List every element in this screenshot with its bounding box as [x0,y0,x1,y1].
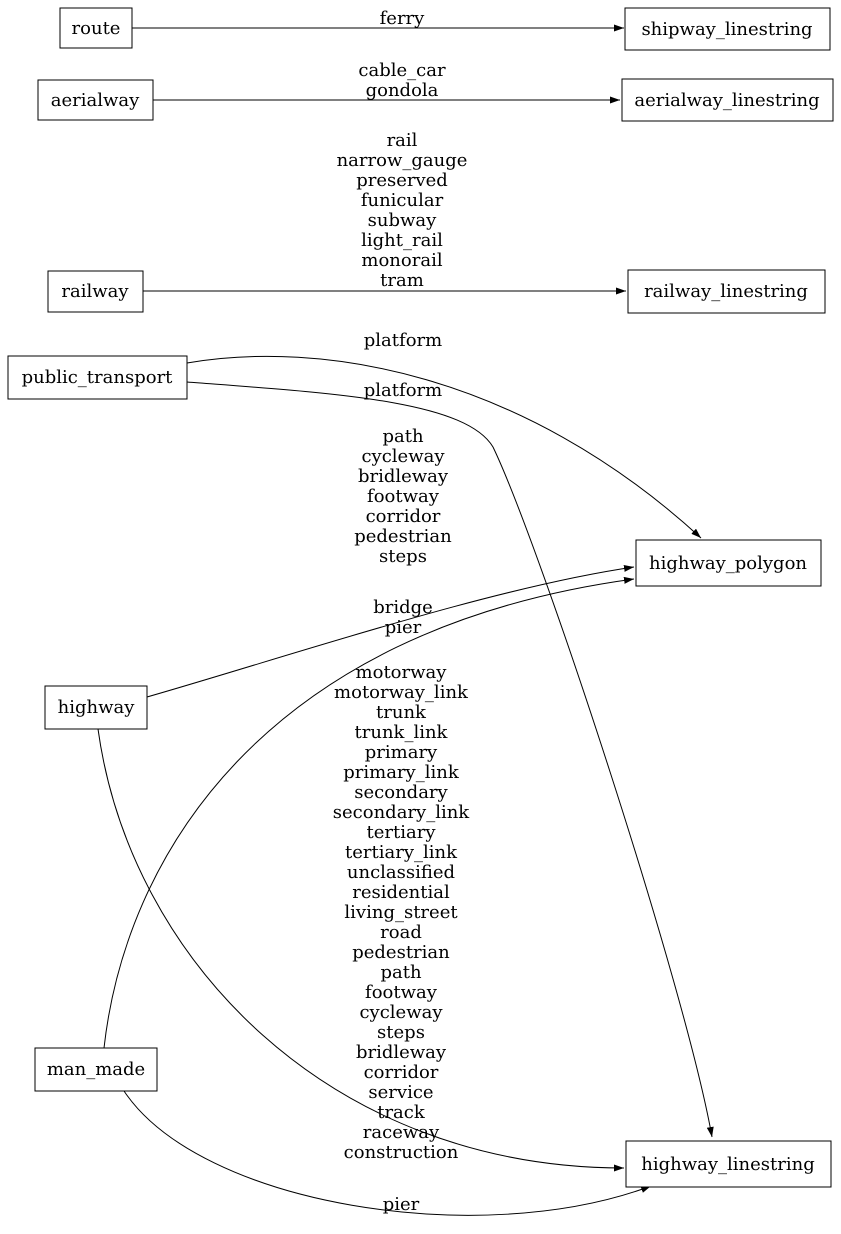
edge-label-platform-linestring: platform [364,380,442,401]
node-railway: railway [47,270,144,313]
node-aerialway-box [37,79,154,121]
edge-man_made-to-highway_polygon [103,576,635,1049]
edge-label-tertiary: tertiary [367,822,437,843]
node-man_made-box [34,1047,158,1092]
node-railway-box [47,270,144,313]
edge-public_transport-to-highway_polygon [186,355,702,539]
edge-label-footway-polygon: footway [367,486,440,507]
node-aerialway: aerialway [37,79,154,121]
edge-label-road: road [380,922,422,943]
edge-label-unclassified: unclassified [347,862,455,883]
edge-highway-to-highway_linestring [97,728,625,1172]
node-highway-box [44,685,148,730]
edge-label-footway-linestring: footway [365,982,438,1003]
node-public_transport-label: public_transport [22,367,174,388]
edge-label-path-linestring: path [380,962,421,983]
edge-label-corridor-linestring: corridor [364,1062,439,1083]
edge-label-secondary_link: secondary_link [333,802,471,823]
node-highway_polygon-label: highway_polygon [649,553,807,574]
edge-label-monorail: monorail [361,250,442,271]
node-shipway_linestring-box [624,7,831,51]
edge-label-tertiary_link: tertiary_link [345,842,458,863]
node-railway_linestring-label: railway_linestring [644,281,808,302]
edge-label-secondary: secondary [354,782,448,803]
node-highway_linestring: highway_linestring [625,1140,832,1188]
node-route-box [59,7,133,49]
edge-layer [97,24,714,1216]
node-railway_linestring: railway_linestring [627,269,826,314]
edge-label-trunk_link: trunk_link [355,722,449,743]
node-railway_linestring-box [627,269,826,314]
edge-label-pedestrian-polygon: pedestrian [354,526,452,547]
node-highway-label: highway [58,697,136,718]
edge-man_made-to-highway_linestring [123,1090,652,1216]
edge-public_transport-to-highway_linestring [186,381,714,1138]
edge-label-bridleway-polygon: bridleway [358,466,449,487]
edge-label-gondola: gondola [366,80,439,101]
edge-label-narrow_gauge: narrow_gauge [337,150,468,171]
edge-label-rail: rail [387,130,418,151]
edge-label-tram: tram [380,270,424,291]
edge-label-steps-polygon: steps [379,546,427,567]
edge-label-corridor-polygon: corridor [366,506,441,527]
node-public_transport-box [7,355,188,400]
node-aerialway_linestring-box [621,78,834,122]
edge-label-bridge: bridge [373,597,433,618]
edge-label-living_street: living_street [344,902,458,923]
edge-label-path-polygon: path [382,426,423,447]
node-aerialway_linestring: aerialway_linestring [621,78,834,122]
node-aerialway_linestring-label: aerialway_linestring [634,90,819,111]
node-public_transport: public_transport [7,355,188,400]
edge-label-motorway_link: motorway_link [334,682,469,703]
node-highway_polygon: highway_polygon [635,539,822,587]
node-highway_polygon-box [635,539,822,587]
node-route: route [59,7,133,49]
node-man_made: man_made [34,1047,158,1092]
edge-label-residential: residential [352,882,450,903]
edge-label-primary_link: primary_link [343,762,460,783]
edge-label-cycleway-linestring: cycleway [359,1002,443,1023]
node-shipway_linestring-label: shipway_linestring [641,19,812,40]
edge-label-platform-polygon: platform [364,330,442,351]
edge-label-track: track [377,1102,426,1123]
edge-label-primary: primary [365,742,438,763]
node-layer: route shipway_linestring aerialway aeria… [7,7,834,1188]
edge-label-pier-polygon: pier [385,617,422,638]
edge-label-preserved: preserved [356,170,448,191]
node-route-label: route [72,18,121,39]
node-highway: highway [44,685,148,730]
edge-label-construction: construction [344,1142,459,1163]
edge-label-service: service [368,1082,433,1103]
edge-label-layer: ferry cable_car gondola rail narrow_gaug… [333,8,471,1215]
edge-label-ferry: ferry [380,8,426,29]
edge-label-subway: subway [368,210,437,231]
edge-label-raceway: raceway [363,1122,440,1143]
node-highway_linestring-box [625,1140,832,1188]
edge-label-motorway: motorway [356,662,448,683]
node-highway_linestring-label: highway_linestring [641,1154,814,1175]
edge-label-bridleway-linestring: bridleway [356,1042,447,1063]
edge-label-pedestrian-linestring: pedestrian [352,942,450,963]
node-shipway_linestring: shipway_linestring [624,7,831,51]
edge-label-light_rail: light_rail [361,230,443,251]
node-man_made-label: man_made [47,1059,145,1080]
node-railway-label: railway [61,281,129,302]
edge-label-cable_car: cable_car [358,60,446,81]
edge-label-cycleway-polygon: cycleway [361,446,445,467]
edge-label-pier-linestring: pier [383,1194,420,1215]
edge-label-trunk: trunk [376,702,427,723]
edge-label-steps-linestring: steps [377,1022,425,1043]
edge-label-funicular: funicular [361,190,444,211]
edge-highway-to-highway_polygon [146,564,635,698]
node-aerialway-label: aerialway [51,90,140,111]
